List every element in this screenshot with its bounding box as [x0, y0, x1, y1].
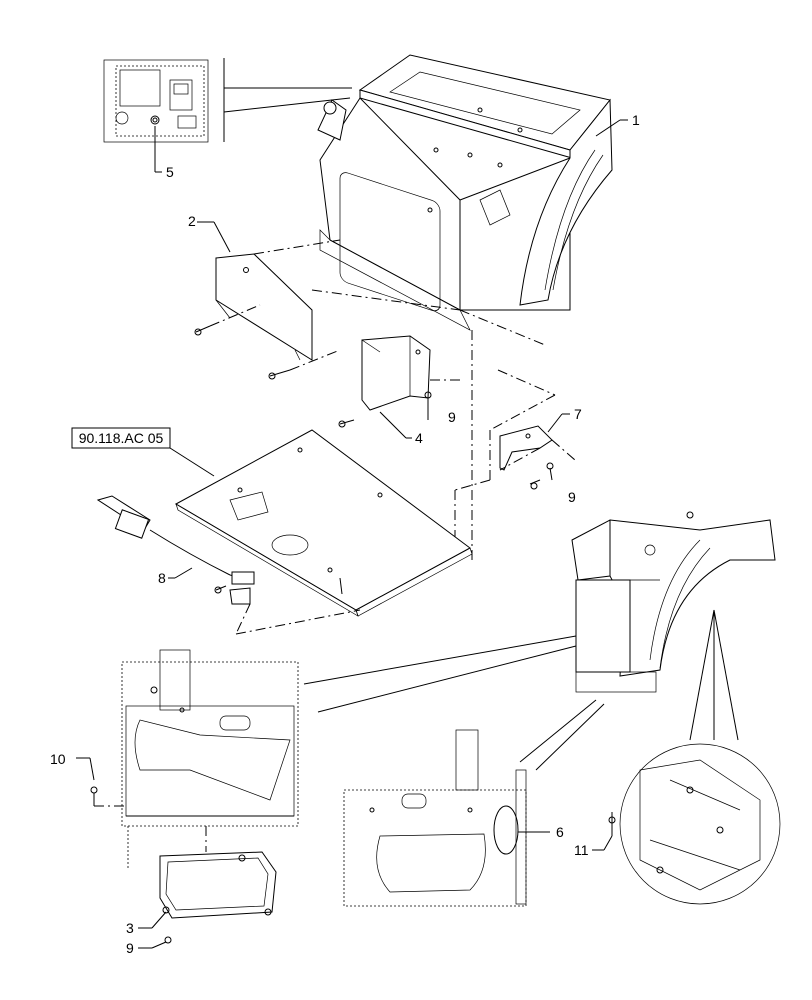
callout-2: 2: [188, 213, 196, 229]
main-frame: [317, 54, 613, 331]
floor-plate: [174, 429, 473, 617]
callout-9-a: 9: [448, 409, 456, 425]
callout-4: 4: [415, 430, 423, 446]
reference-box[interactable]: [71, 427, 171, 449]
callout-8: 8: [158, 570, 166, 586]
callout-3: 3: [126, 920, 134, 936]
side-panel-part-2: [194, 253, 341, 380]
callout-1: 1: [632, 112, 640, 128]
reference-label: 90.118.AC 05: [79, 430, 164, 446]
lower-center-detail: [343, 729, 527, 907]
callout-6: 6: [556, 824, 564, 840]
callout-9-c: 9: [126, 940, 134, 956]
cover-plate-part-3: [159, 826, 277, 919]
callout-9-b: 9: [568, 489, 576, 505]
lower-left-detail: [121, 649, 299, 870]
lower-right-detail: [608, 743, 781, 905]
pedal-part-8: [96, 495, 255, 605]
callout-10: 10: [50, 751, 66, 767]
callout-7: 7: [574, 406, 582, 422]
callout-5: 5: [166, 164, 174, 180]
right-post-detail: [571, 511, 776, 693]
control-panel-detail: [103, 58, 352, 173]
bracket-part-4: [338, 335, 460, 428]
callout-11: 11: [574, 842, 589, 858]
bracket-part-7: [499, 425, 576, 490]
